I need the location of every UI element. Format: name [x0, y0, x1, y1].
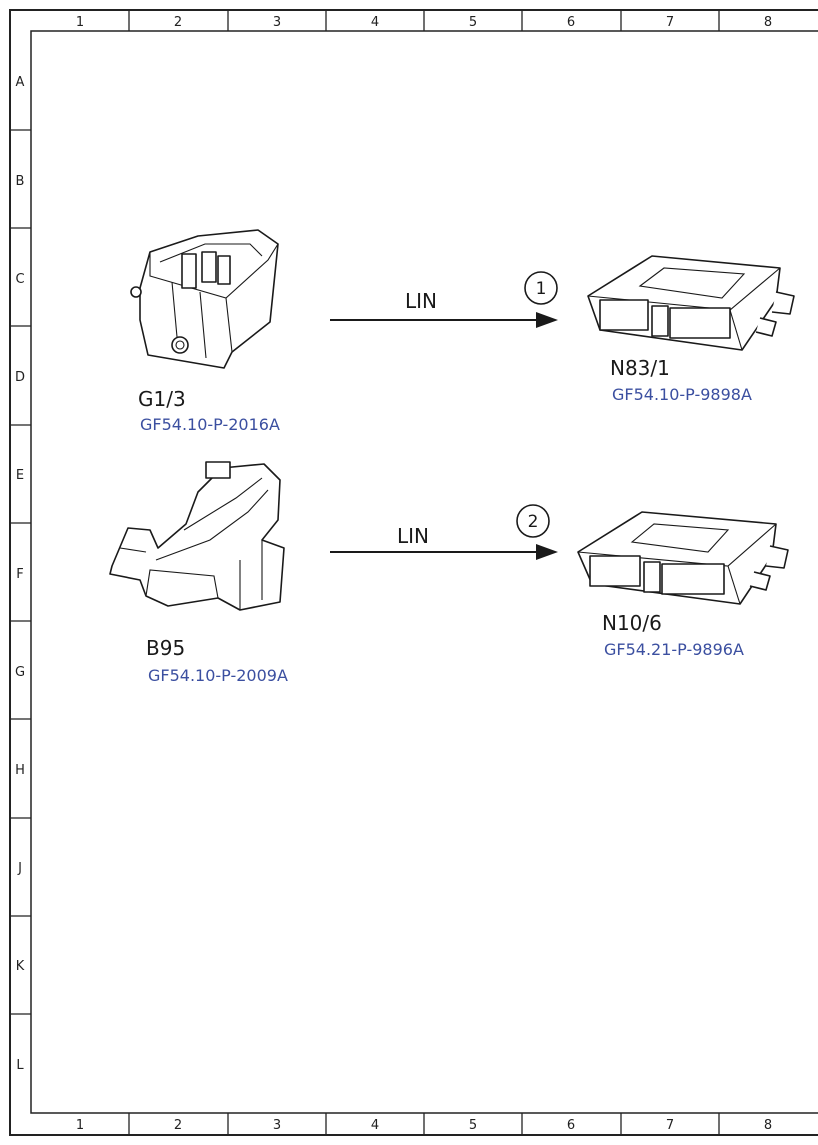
row-label: F — [16, 567, 23, 582]
row-label: H — [15, 763, 25, 778]
column-label: 2 — [174, 15, 182, 30]
column-label: 7 — [666, 15, 674, 30]
row-label: E — [16, 468, 24, 483]
row-label: L — [16, 1058, 24, 1073]
connection-marker-2: 2 — [528, 512, 539, 532]
component-label-n10-6: N10/6 — [602, 611, 662, 635]
component-label-g1-3: G1/3 — [138, 387, 186, 411]
component-label-n83-1: N83/1 — [610, 356, 670, 380]
drawing-frame — [9, 9, 818, 1136]
column-label: 4 — [371, 15, 379, 30]
row-labels: A B C D E F G H J K L — [15, 75, 25, 1073]
column-labels-bottom: 1 2 3 4 5 6 7 8 — [76, 1118, 772, 1133]
row-label: D — [15, 370, 25, 385]
column-label: 5 — [469, 15, 477, 30]
column-label: 8 — [764, 15, 772, 30]
column-labels-top: 1 2 3 4 5 6 7 8 — [76, 15, 772, 30]
lin-connection-1: LIN 1 — [330, 271, 558, 328]
column-label: 5 — [469, 1118, 477, 1133]
row-label: J — [17, 861, 22, 876]
column-label: 1 — [76, 15, 84, 30]
row-label: G — [15, 665, 25, 680]
marker-circle-2 — [516, 504, 550, 538]
connection-marker-1: 1 — [536, 279, 547, 299]
reference-link-n10-6[interactable]: GF54.21-P-9896A — [604, 640, 744, 659]
b95-sensor-illustration — [109, 461, 285, 611]
row-label: B — [16, 174, 25, 189]
column-label: 6 — [567, 1118, 575, 1133]
g1-3-component-illustration — [130, 229, 279, 369]
column-label: 3 — [273, 15, 281, 30]
column-label: 8 — [764, 1118, 772, 1133]
reference-link-b95[interactable]: GF54.10-P-2009A — [148, 666, 288, 685]
n10-6-control-unit-illustration — [577, 511, 789, 605]
marker-circle-1 — [524, 271, 558, 305]
row-label: A — [16, 75, 25, 90]
component-label-b95: B95 — [146, 636, 185, 660]
column-label: 4 — [371, 1118, 379, 1133]
column-label: 2 — [174, 1118, 182, 1133]
row-label: C — [15, 272, 24, 287]
column-label: 1 — [76, 1118, 84, 1133]
reference-link-g1-3[interactable]: GF54.10-P-2016A — [140, 415, 280, 434]
column-label: 7 — [666, 1118, 674, 1133]
bus-label-lin-1: LIN — [405, 289, 437, 313]
column-label: 3 — [273, 1118, 281, 1133]
n83-1-control-unit-illustration — [587, 255, 795, 351]
lin-connection-2: LIN 2 — [330, 504, 558, 560]
row-label: K — [16, 959, 25, 974]
column-label: 6 — [567, 15, 575, 30]
bus-label-lin-2: LIN — [397, 524, 429, 548]
reference-link-n83-1[interactable]: GF54.10-P-9898A — [612, 385, 752, 404]
